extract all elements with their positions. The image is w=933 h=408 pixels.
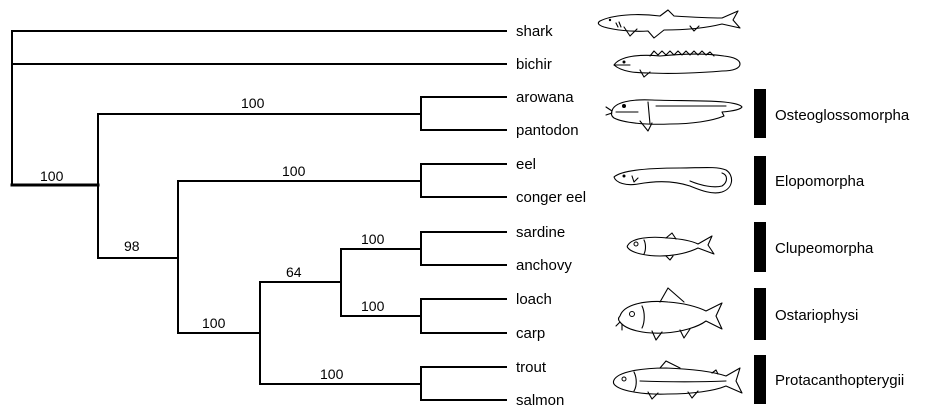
tree-branches — [12, 31, 506, 400]
clade-label-clupeomorpha: Clupeomorpha — [775, 240, 874, 257]
support-value-protacanth: 100 — [320, 366, 344, 382]
sardine-icon — [627, 233, 714, 260]
support-value-node-341: 64 — [286, 264, 302, 280]
clade-bar-elopomorpha — [754, 156, 766, 205]
shark-icon — [598, 10, 740, 38]
support-value-ostariophysi: 100 — [361, 298, 385, 314]
clade-bar-ostariophysi — [754, 288, 766, 340]
support-values: 100 98 100 100 100 64 100 100 100 — [40, 95, 385, 382]
support-value-osteoglosso: 100 — [241, 95, 265, 111]
taxon-label-conger-eel: conger eel — [516, 189, 586, 206]
taxon-label-sardine: sardine — [516, 224, 565, 241]
taxon-label-arowana: arowana — [516, 89, 574, 106]
clade-label-ostariophysi: Ostariophysi — [775, 307, 858, 324]
clade-bar-protacanthopterygii — [754, 355, 766, 404]
taxon-label-trout: trout — [516, 359, 547, 376]
support-value-root: 100 — [40, 168, 64, 184]
eel-icon — [614, 168, 732, 193]
taxon-labels: shark bichir arowana pantodon eel conger… — [516, 23, 586, 408]
taxon-label-salmon: salmon — [516, 392, 564, 408]
support-value-node-98: 98 — [124, 238, 140, 254]
clade-bar-osteoglossomorpha — [754, 89, 766, 138]
bichir-icon — [614, 51, 740, 77]
support-value-elopomorpha: 100 — [282, 163, 306, 179]
support-value-node-260: 100 — [202, 315, 226, 331]
taxon-label-bichir: bichir — [516, 56, 552, 73]
trout-icon — [613, 361, 742, 399]
taxon-label-eel: eel — [516, 156, 536, 173]
arowana-icon — [606, 100, 742, 131]
taxon-label-anchovy: anchovy — [516, 257, 572, 274]
clade-label-osteoglossomorpha: Osteoglossomorpha — [775, 107, 910, 124]
taxon-label-pantodon: pantodon — [516, 122, 579, 139]
clade-annotations: Osteoglossomorpha Elopomorpha Clupeomorp… — [754, 89, 910, 404]
taxon-label-shark: shark — [516, 23, 553, 40]
carp-icon — [616, 288, 722, 340]
clade-label-elopomorpha: Elopomorpha — [775, 173, 865, 190]
clade-label-protacanthopterygii: Protacanthopterygii — [775, 372, 904, 389]
taxon-label-loach: loach — [516, 291, 552, 308]
clade-bar-clupeomorpha — [754, 222, 766, 272]
taxon-label-carp: carp — [516, 325, 545, 342]
support-value-clupeomorpha: 100 — [361, 231, 385, 247]
